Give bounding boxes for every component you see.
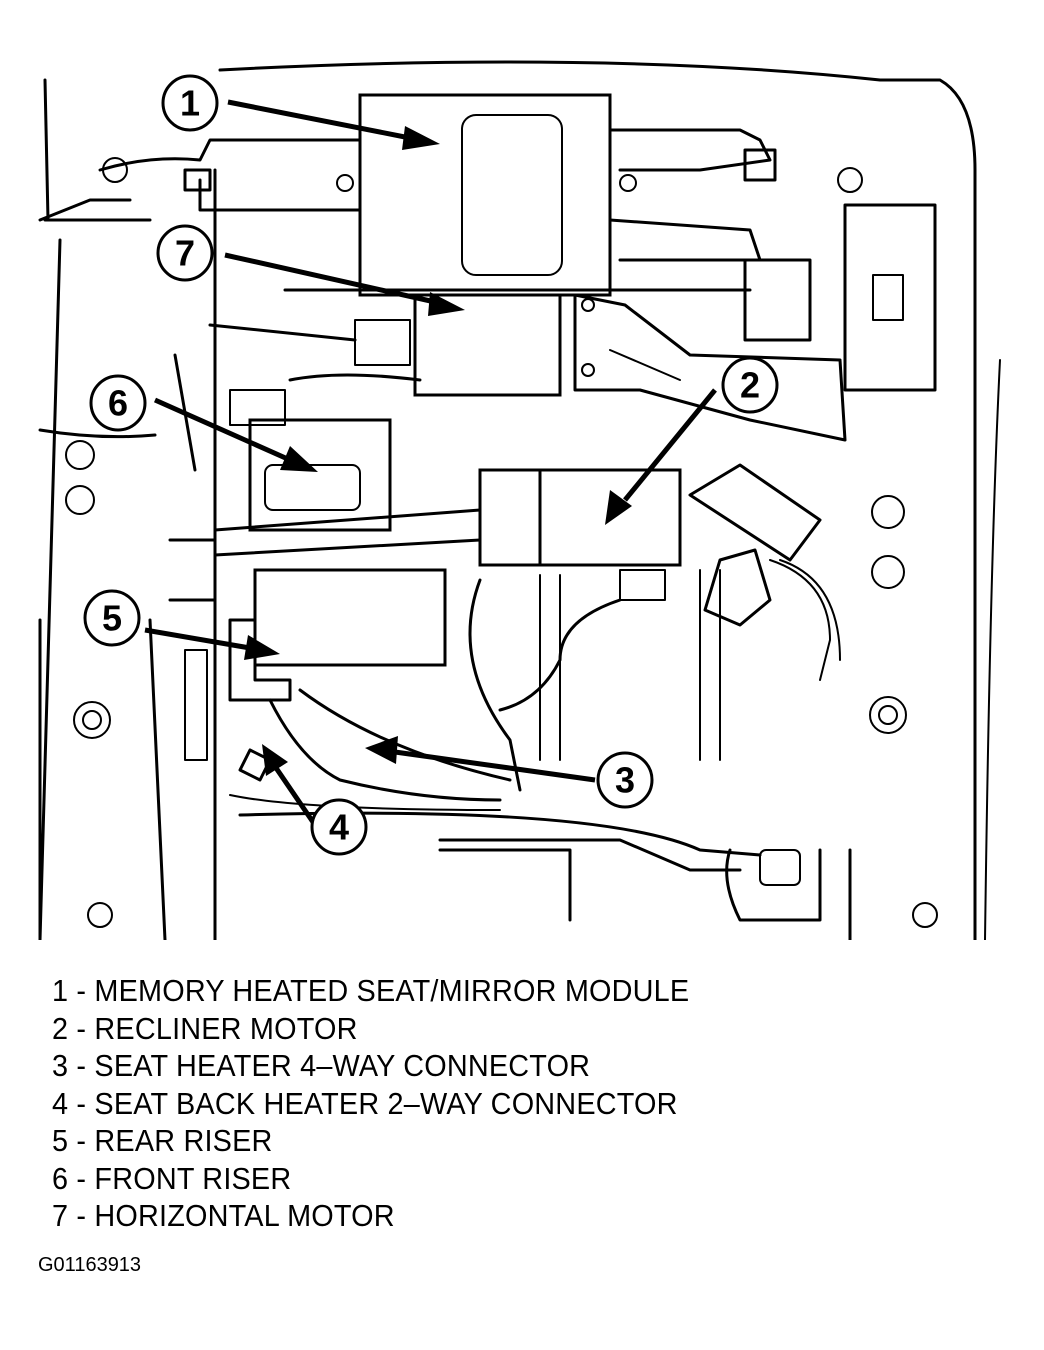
callout-circle-6 (89, 374, 147, 432)
legend-separator: - (68, 1048, 95, 1083)
legend-number: 4 (52, 1085, 69, 1121)
cross-rail (283, 203, 937, 392)
rear-riser-body (168, 538, 447, 761)
legend-text: MEMORY HEATED SEAT/MIRROR MODULE (94, 973, 690, 1008)
callout-4: 4 (262, 744, 368, 856)
callout-circle-4 (310, 798, 368, 856)
legend-separator: - (68, 1085, 95, 1121)
legend-item: 2 - RECLINER MOTOR (52, 1010, 689, 1048)
callout-number-2: 2 (740, 365, 760, 406)
left-rail (38, 238, 62, 940)
legend-number: 5 (52, 1123, 69, 1158)
callout-number-7: 7 (175, 233, 195, 274)
legend: 1 - MEMORY HEATED SEAT/MIRROR MODULE 2 -… (52, 972, 689, 1235)
legend-item: 3 - SEAT HEATER 4–WAY CONNECTOR (52, 1047, 689, 1085)
legend-text: SEAT BACK HEATER 2–WAY CONNECTOR (94, 1085, 678, 1121)
callout-circle-2 (721, 356, 779, 414)
legend-number: 7 (52, 1198, 69, 1233)
legend-item: 4 - SEAT BACK HEATER 2–WAY CONNECTOR (52, 1085, 689, 1123)
callout-circle-3 (596, 751, 654, 809)
diagram-canvas: 1 7 6 5 2 3 (38, 60, 1001, 940)
legend-item: 6 - FRONT RISER (52, 1160, 689, 1198)
legend-text: REAR RISER (94, 1123, 273, 1158)
legend-number: 6 (52, 1160, 69, 1196)
callout-circle-5 (83, 589, 141, 647)
legend-item: 7 - HORIZONTAL MOTOR (52, 1197, 689, 1235)
legend-text: SEAT HEATER 4–WAY CONNECTOR (94, 1048, 591, 1083)
callout-number-6: 6 (108, 383, 128, 424)
callout-1: 1 (161, 74, 440, 150)
recliner-motor-body (213, 463, 841, 761)
legend-number: 3 (52, 1048, 69, 1083)
callout-5: 5 (83, 589, 280, 660)
callout-2: 2 (605, 356, 779, 525)
wiring-harness (229, 578, 622, 811)
figure-id: G01163913 (38, 1254, 142, 1276)
seat-outline-right (218, 60, 977, 940)
callout-circle-1 (161, 74, 219, 132)
callout-number-5: 5 (102, 598, 122, 639)
legend-item: 1 - MEMORY HEATED SEAT/MIRROR MODULE (52, 972, 689, 1010)
callout-number-1: 1 (180, 83, 200, 124)
front-riser-body (229, 373, 422, 532)
legend-separator: - (68, 1123, 95, 1158)
legend-text: RECLINER MOTOR (94, 1010, 358, 1046)
legend-separator: - (68, 1198, 95, 1233)
callout-circle-7 (156, 224, 214, 282)
legend-number: 1 (52, 973, 69, 1008)
legend-separator: - (68, 1010, 95, 1046)
memory-module-body (98, 93, 777, 297)
seat-wiring-diagram: 1 7 6 5 2 3 (0, 60, 1044, 940)
callout-number-3: 3 (615, 760, 635, 801)
callout-7: 7 (156, 224, 465, 316)
legend-separator: - (68, 973, 95, 1008)
legend-item: 5 - REAR RISER (52, 1122, 689, 1160)
legend-text: FRONT RISER (94, 1160, 292, 1196)
legend-number: 2 (52, 1010, 69, 1046)
callout-number-4: 4 (329, 807, 349, 848)
callout-3: 3 (365, 736, 654, 809)
legend-text: HORIZONTAL MOTOR (94, 1198, 395, 1233)
callout-6: 6 (89, 374, 318, 472)
legend-separator: - (68, 1160, 95, 1196)
